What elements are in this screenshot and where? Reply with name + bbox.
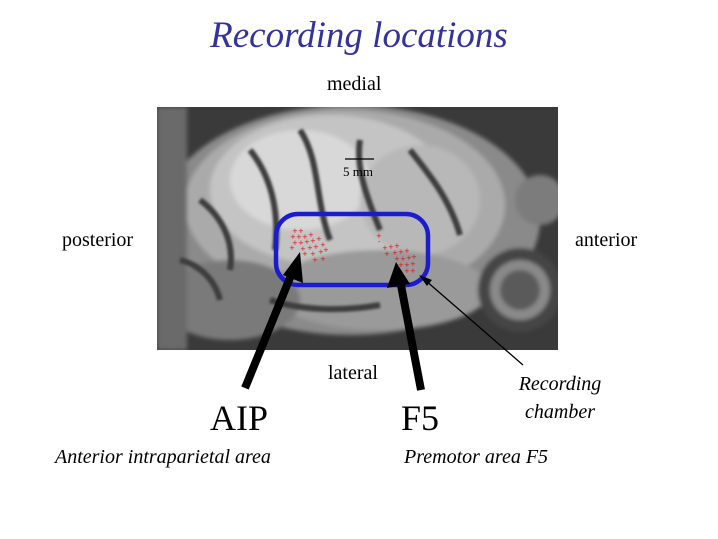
svg-text:+: + [320,255,326,263]
f5-full-name: Premotor area F5 [404,446,548,469]
svg-text:+: + [323,246,329,254]
svg-text:+: + [312,256,318,264]
svg-text:+: + [302,250,308,258]
svg-text:+: + [289,244,295,252]
f5-abbrev: F5 [401,397,439,439]
svg-text:+: + [410,267,416,275]
chamber-label-line1: Recording [500,370,620,398]
aip-full-name: Anterior intraparietal area [55,446,271,469]
chamber-label: Recording chamber [500,370,620,426]
aip-abbrev: AIP [210,397,268,439]
mri-scan-image [157,105,565,350]
chamber-label-line2: chamber [500,398,620,426]
scale-bar-label: 5 mm [343,164,373,179]
svg-text:+: + [384,250,390,258]
